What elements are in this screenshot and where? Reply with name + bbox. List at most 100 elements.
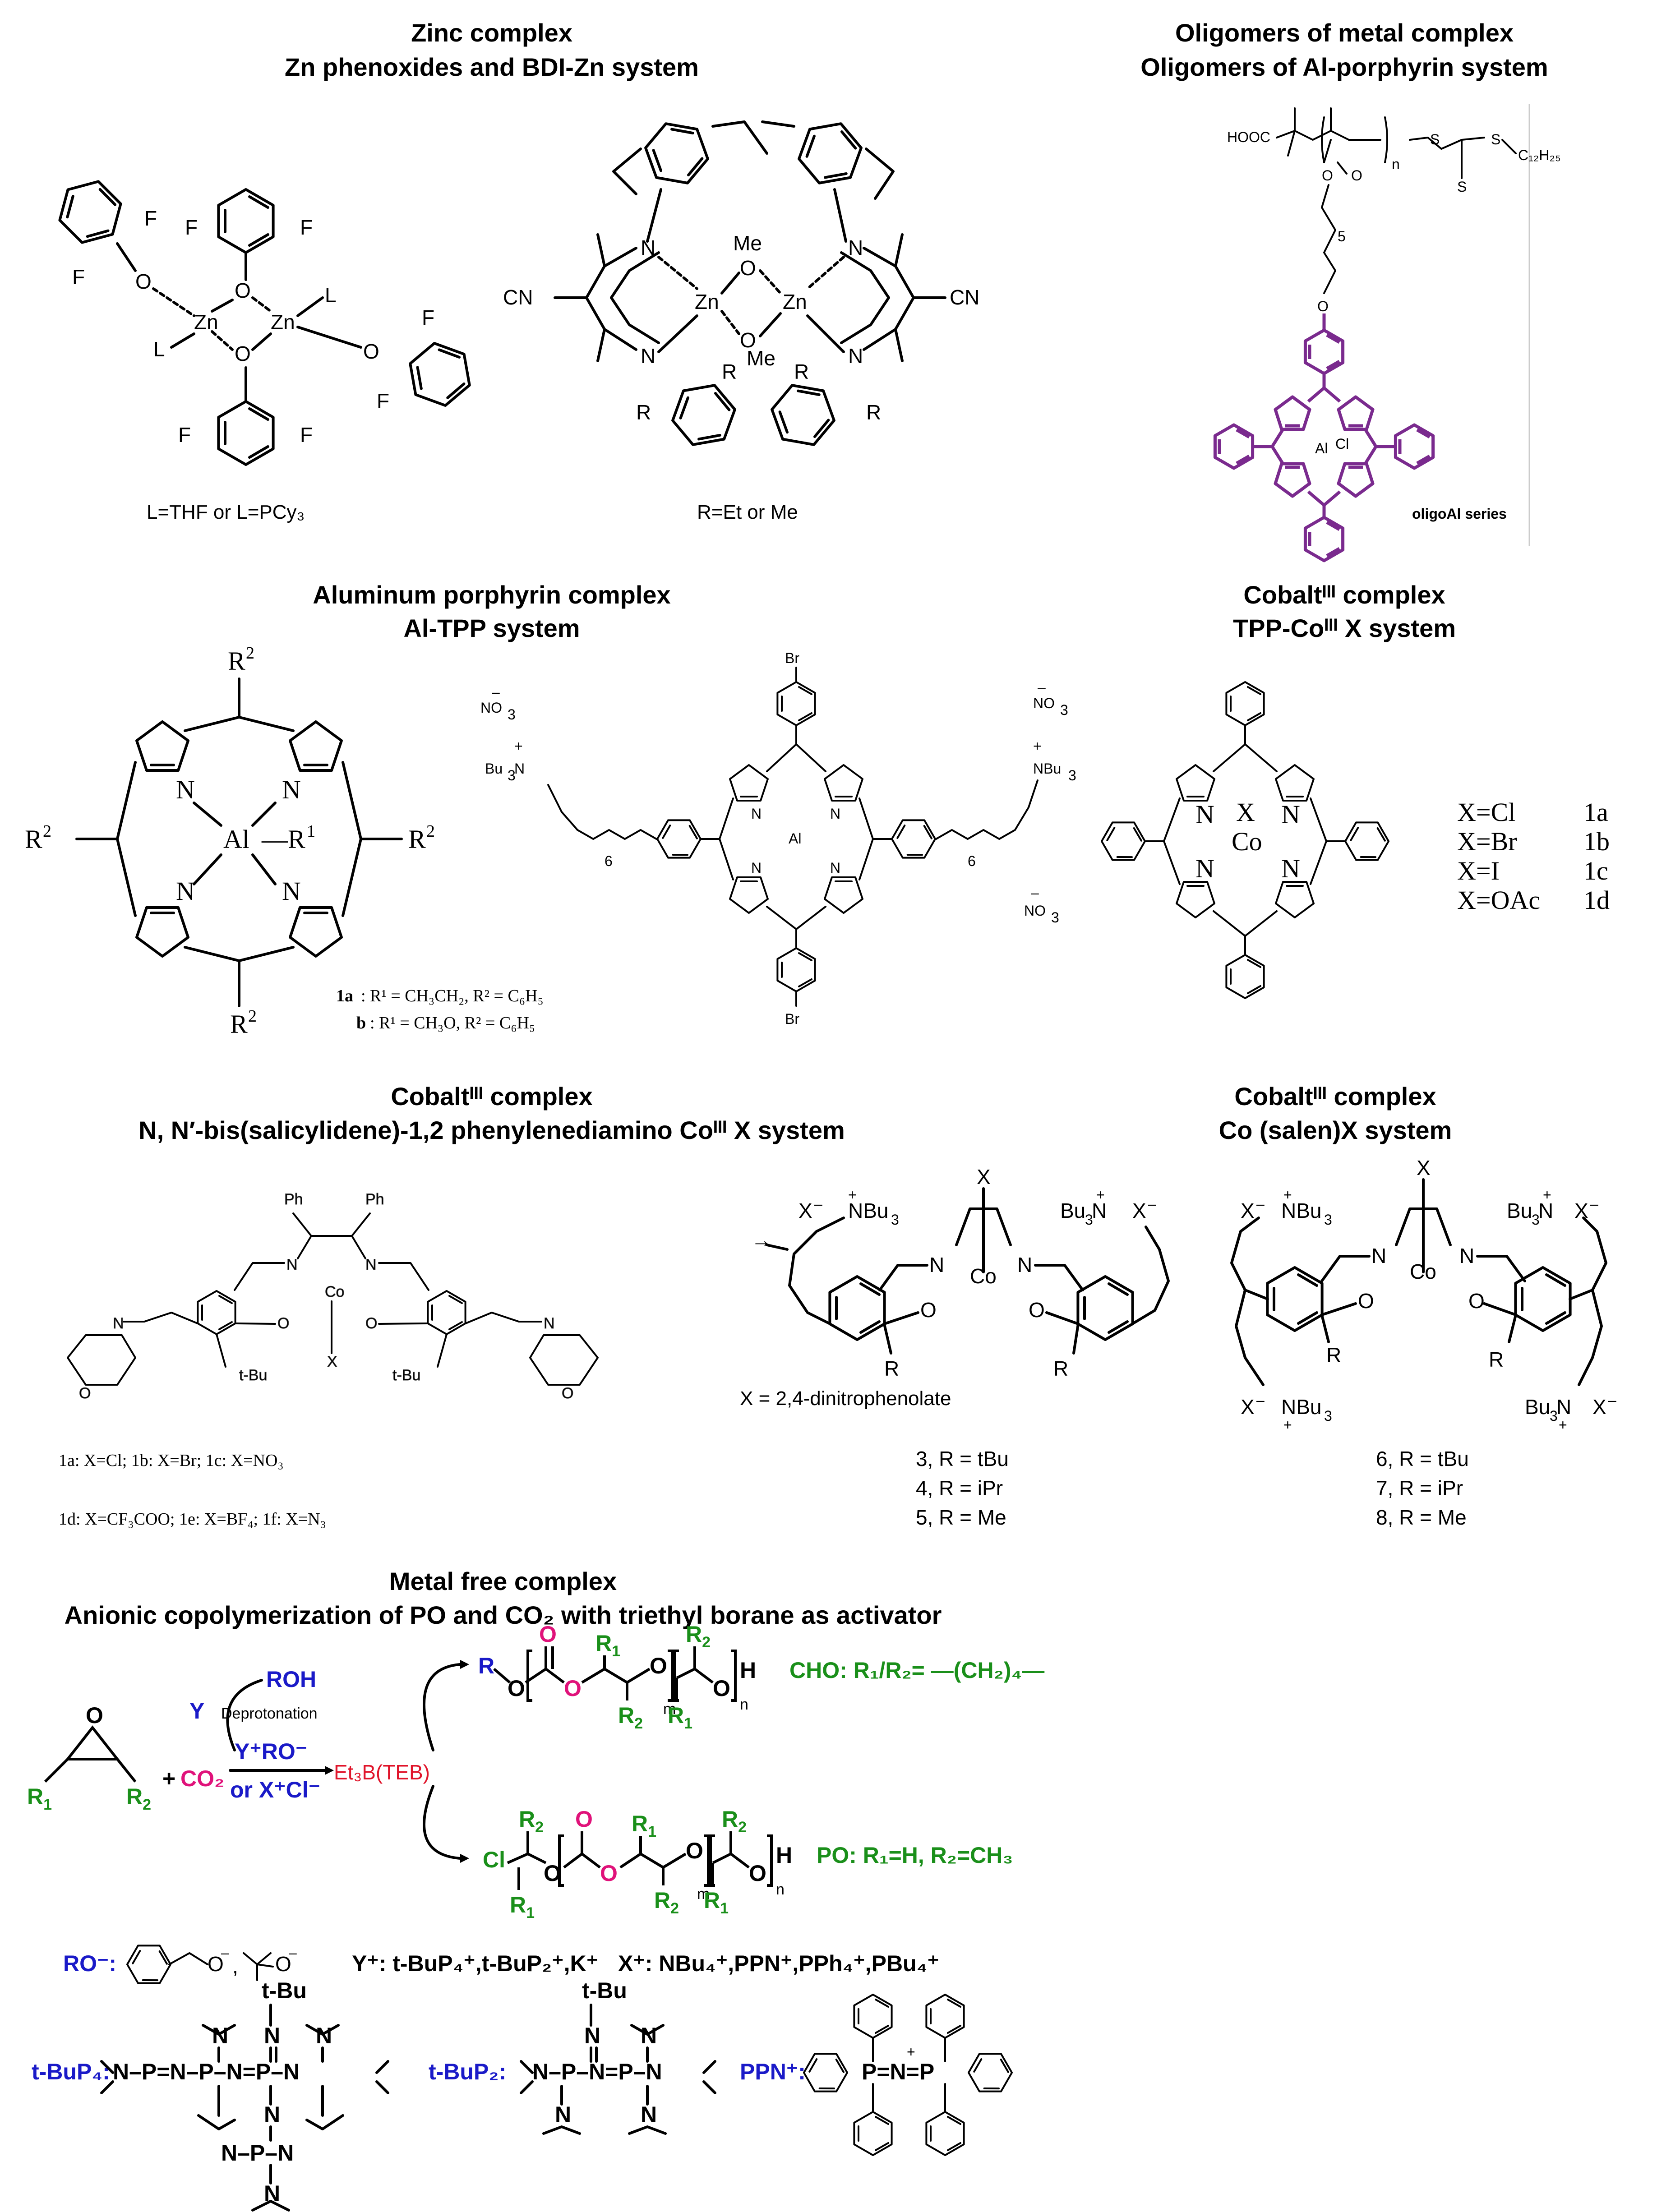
svg-text:–: –: [289, 1945, 297, 1961]
svg-text:N: N: [544, 1315, 555, 1332]
svg-text:+: +: [1283, 1417, 1292, 1433]
svg-text:X: X: [1241, 1199, 1255, 1222]
svg-text:N: N: [212, 2023, 228, 2048]
svg-text:N–P–N: N–P–N: [221, 2140, 294, 2166]
svg-text:N: N: [584, 2023, 600, 2048]
oligoal-structure: HOOC n O O S S S C₁₂H₂₅ 5 O: [1215, 107, 1561, 561]
svg-text:–: –: [1031, 885, 1039, 901]
svg-text:F: F: [178, 423, 191, 447]
svg-text:O: O: [235, 279, 251, 302]
metalfree-title: Metal free complex: [389, 1567, 617, 1595]
svg-text:3: 3: [508, 706, 516, 723]
svg-text:R2: R2: [519, 1806, 544, 1836]
svg-text:N–P–N=P–N: N–P–N=P–N: [532, 2059, 662, 2084]
svg-text:R: R: [794, 360, 809, 383]
cosal1-title: Cobaltᴵᴵᴵ complex: [391, 1082, 592, 1111]
cotpp-section: Cobaltᴵᴵᴵ complex TPP-Coᴵᴵᴵ X system N N…: [1095, 581, 1610, 999]
cho-label: CHO: R₁/R₂= —(CH₂)₄—: [789, 1658, 1044, 1683]
alpor-title: Aluminum porphyrin complex: [313, 581, 670, 609]
svg-text:N: N: [176, 876, 195, 906]
svg-text:m: m: [663, 1700, 676, 1718]
svg-text:R: R: [636, 401, 651, 424]
metalfree-section: Metal free complex Anionic copolymerizat…: [27, 1567, 1044, 2212]
svg-text:R: R: [722, 360, 737, 383]
svg-text:O: O: [749, 1861, 766, 1886]
svg-text:R2: R2: [126, 1784, 151, 1813]
cosalen-list-a-0: 3, R = tBu: [916, 1447, 1009, 1470]
svg-text:N: N: [1281, 800, 1300, 829]
alpor-line-b-num: b: [356, 1014, 366, 1032]
bdi-zn-structure: N N N N CN CN Zn Zn O O Me Me: [503, 114, 979, 523]
cosalen-subtitle: Co (salen)X system: [1219, 1116, 1452, 1144]
svg-text:R1: R1: [704, 1888, 729, 1917]
svg-text:NO: NO: [1033, 695, 1055, 711]
svg-text:O: O: [1317, 298, 1329, 314]
svg-text:N: N: [641, 2023, 657, 2048]
svg-text:–: –: [221, 1945, 229, 1961]
tbup4-structure: t-BuP₄: N–P=N–P–N=P–N t-Bu N N N N N–P–N…: [32, 1978, 389, 2212]
svg-text:Zn: Zn: [194, 310, 218, 334]
svg-text:O: O: [740, 256, 756, 280]
x-legend: X⁺: NBu₄⁺,PPN⁺,PPh₄⁺,PBu₄⁺: [618, 1951, 939, 1976]
svg-text:O: O: [740, 328, 756, 352]
cosal1-line2: 1d: X=CF₃COO; 1e: X=BF₄; 1f: X=N₃: [59, 1510, 326, 1529]
svg-text:3: 3: [1550, 1408, 1558, 1424]
svg-text:3: 3: [1085, 1212, 1093, 1228]
svg-text:O: O: [135, 270, 152, 293]
svg-text:3: 3: [508, 767, 516, 783]
svg-text:t-Bu: t-Bu: [392, 1367, 420, 1384]
co-tpp-structure: N N N N X Co: [1095, 681, 1395, 999]
svg-text:+: +: [1033, 738, 1042, 754]
y-legend: Y⁺: t-BuP₄⁺,t-BuP₂⁺,K⁺: [352, 1951, 598, 1976]
svg-text:+: +: [848, 1187, 857, 1203]
svg-text:–: –: [814, 1196, 822, 1212]
svg-text:Co: Co: [1232, 827, 1262, 856]
svg-text:Bu: Bu: [1507, 1199, 1532, 1222]
svg-text:Ph: Ph: [365, 1191, 384, 1208]
svg-text:CN: CN: [950, 286, 979, 309]
svg-text:X: X: [327, 1353, 337, 1370]
svg-text:F: F: [300, 423, 313, 447]
alpor-line-a: : R¹ = CH₃CH₂, R² = C₆H₅: [361, 986, 544, 1005]
cotpp-x-0: X=Cl: [1457, 797, 1515, 827]
svg-text:NBu: NBu: [1033, 760, 1061, 777]
orx-label: or X⁺Cl⁻: [230, 1777, 320, 1802]
svg-text:H: H: [776, 1843, 792, 1868]
cosalen-list-a-2: 5, R = Me: [916, 1506, 1006, 1529]
svg-text:N: N: [1371, 1244, 1386, 1267]
svg-text:–: –: [1608, 1392, 1616, 1408]
svg-text:X: X: [1574, 1199, 1588, 1222]
svg-text:R2: R2: [618, 1703, 643, 1732]
svg-text:n: n: [776, 1881, 785, 1898]
svg-text:F: F: [144, 207, 157, 230]
yro-label: Y⁺RO⁻: [235, 1739, 307, 1764]
alpor-subtitle: Al-TPP system: [403, 614, 580, 642]
svg-text:S: S: [1491, 131, 1500, 147]
ro-label: RO⁻:: [63, 1951, 116, 1976]
tbup2-structure: t-BuP₂: N–P–N=P–N t-Bu N N N N: [429, 1978, 716, 2135]
svg-text:2: 2: [248, 1007, 257, 1026]
svg-text:Al: Al: [223, 825, 249, 854]
svg-text:Co: Co: [970, 1264, 997, 1288]
cotpp-n-0: 1a: [1583, 797, 1608, 827]
svg-text:R: R: [1489, 1348, 1504, 1371]
svg-text:Me: Me: [733, 231, 762, 255]
svg-text:–: –: [1148, 1196, 1156, 1212]
teb-label: Et₃B(TEB): [334, 1760, 430, 1784]
deprot-label: Deprotonation: [221, 1705, 318, 1722]
svg-text:+: +: [1543, 1187, 1551, 1203]
alpor-line-b: : R¹ = CH₃O, R² = C₆H₅: [370, 1014, 535, 1032]
svg-text:N: N: [1556, 1395, 1571, 1419]
svg-text:N: N: [282, 775, 301, 804]
svg-text:3: 3: [1324, 1408, 1332, 1424]
svg-text:N: N: [830, 806, 840, 822]
svg-text:P=N=P: P=N=P: [862, 2059, 934, 2084]
svg-text:N: N: [1538, 1199, 1553, 1222]
roh-label: ROH: [266, 1667, 316, 1692]
svg-text:Al: Al: [789, 830, 801, 847]
svg-text:N: N: [264, 2102, 280, 2127]
svg-text:Bu: Bu: [485, 760, 503, 777]
svg-text:—R: —R: [261, 825, 305, 854]
